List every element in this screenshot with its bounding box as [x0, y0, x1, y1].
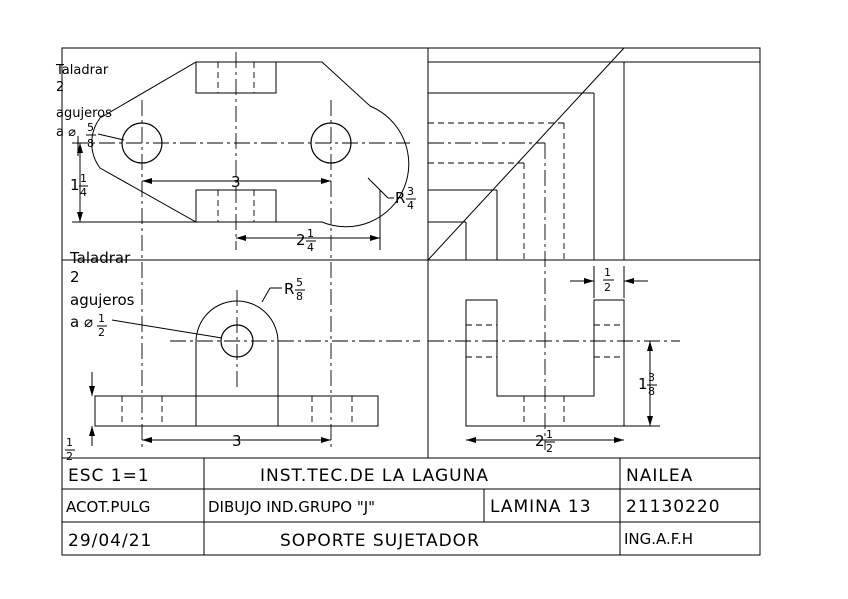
top-drill-dia-den: 8 — [87, 137, 94, 150]
front-thickness-dim-den: 2 — [66, 450, 73, 463]
top-view-outline — [91, 61, 410, 228]
title-part-name: SOPORTE SUJETADOR — [280, 531, 480, 551]
front-drill-note-line3: agujeros — [70, 291, 135, 309]
side-base-dim-num: 1 — [546, 428, 553, 441]
front-drill-note-line4: a ⌀ — [70, 313, 93, 331]
front-drill-note-line1: Taladrar — [69, 249, 131, 267]
top-drill-note-line4: a ⌀ — [56, 125, 76, 140]
top-height-dim-whole: 1 — [70, 176, 80, 194]
front-view — [89, 287, 420, 446]
title-scale: ESC 1=1 — [68, 466, 150, 486]
top-drill-dia-num: 5 — [87, 121, 94, 134]
top-radius-dim-den: 4 — [407, 199, 414, 212]
front-thickness-dim-num: 1 — [66, 436, 73, 449]
top-drill-note-line3: agujeros — [56, 106, 112, 121]
side-base-dim-whole: 2 — [535, 432, 545, 450]
top-radius-dim-num: 3 — [407, 185, 414, 198]
front-radius-dim-num: 5 — [296, 276, 303, 289]
top-height-dim-num: 1 — [80, 172, 87, 185]
front-center-dim: 3 — [232, 432, 242, 450]
title-sheet: LAMINA 13 — [490, 497, 592, 517]
top-offset-dim-whole: 2 — [296, 231, 306, 249]
front-base — [94, 395, 379, 427]
top-offset-dim-num: 1 — [307, 227, 314, 240]
side-height-dim-den: 8 — [648, 385, 655, 398]
side-outline — [465, 299, 625, 427]
front-radius-dim-den: 8 — [296, 290, 303, 303]
title-author: NAILEA — [626, 466, 693, 486]
top-drill-note-line2: 2 — [56, 80, 64, 95]
top-view-text: Taladrar 2 agujeros a ⌀ 5 8 1 1 4 3 R 3 … — [55, 63, 416, 254]
front-drill-dia-den: 2 — [98, 326, 105, 339]
side-base-dim-den: 2 — [546, 442, 553, 455]
title-units: ACOT.PULG — [66, 498, 150, 516]
top-drill-note-line1: Taladrar — [55, 63, 109, 78]
side-view-text: 1 2 1 3 8 2 1 2 — [535, 266, 657, 455]
projection-construction — [427, 47, 760, 450]
front-drill-note-line2: 2 — [70, 268, 80, 286]
title-date: 29/04/21 — [68, 531, 152, 551]
title-teacher: ING.A.F.H — [624, 530, 693, 548]
top-height-dim-den: 4 — [80, 186, 87, 199]
front-radius-dim-prefix: R — [284, 280, 294, 298]
side-top-width-den: 2 — [604, 281, 611, 294]
top-radius-dim-prefix: R — [395, 189, 405, 207]
title-institute: INST.TEC.DE LA LAGUNA — [260, 466, 489, 486]
front-view-text: Taladrar 2 agujeros a ⌀ 1 2 R 5 8 1 2 3 — [65, 249, 305, 463]
top-view — [72, 52, 410, 450]
side-view — [428, 266, 680, 443]
side-height-dim-whole: 1 — [638, 375, 648, 393]
title-course: DIBUJO IND.GRUPO "J" — [208, 498, 375, 516]
top-center-dim: 3 — [231, 173, 241, 191]
top-offset-dim-den: 4 — [307, 241, 314, 254]
front-drill-dia-num: 1 — [98, 312, 105, 325]
title-block: ESC 1=1 INST.TEC.DE LA LAGUNA NAILEA ACO… — [61, 457, 761, 556]
title-student-id: 21130220 — [626, 497, 721, 517]
side-height-dim-num: 3 — [648, 371, 655, 384]
side-top-width-num: 1 — [604, 266, 611, 279]
